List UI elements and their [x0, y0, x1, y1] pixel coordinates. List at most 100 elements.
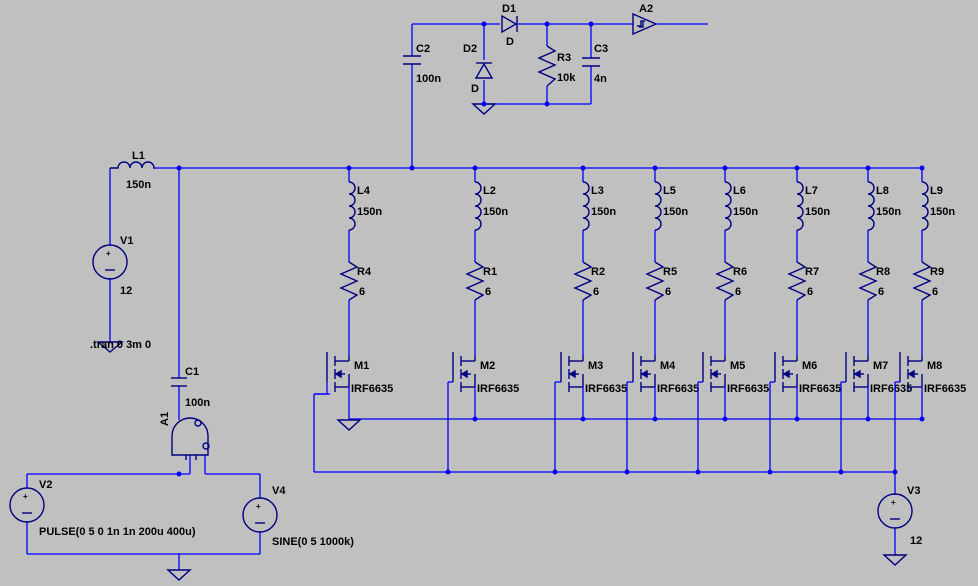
inductor-name: L4 — [357, 185, 371, 197]
junction-dot — [544, 21, 550, 27]
ground-symbol-v1 — [96, 341, 124, 353]
mosfet-model: IRF6635 — [351, 383, 393, 395]
diode-d2[interactable]: D2 D — [463, 43, 494, 95]
junction-dot — [176, 471, 182, 477]
v1-name: V1 — [120, 235, 133, 247]
resistor-r5[interactable]: R56 — [645, 261, 677, 301]
junction-dot — [481, 21, 487, 27]
junction-dot — [552, 469, 558, 475]
c1-name: C1 — [185, 366, 199, 378]
l1-name: L1 — [132, 150, 145, 162]
voltage-source-v4[interactable]: + V4 SINE(0 5 1000k) — [242, 485, 354, 548]
resistor-r6[interactable]: R66 — [715, 261, 747, 301]
v2-name: V2 — [39, 479, 52, 491]
mosfet-name: M2 — [480, 360, 495, 372]
resistor-name: R5 — [663, 266, 677, 278]
mosfet-model: IRF6635 — [799, 383, 841, 395]
inductor-l1[interactable]: L1 150n — [110, 150, 155, 191]
diode-d1[interactable]: D1 D — [501, 3, 518, 48]
a1-name: A1 — [159, 412, 171, 426]
voltage-source-v2[interactable]: + V2 PULSE(0 5 0 1n 1n 200u 400u) — [9, 479, 196, 538]
resistor-value: 6 — [932, 286, 938, 298]
r3-value: 10k — [557, 72, 576, 84]
junction-dot — [346, 165, 352, 171]
junction-dot — [919, 165, 925, 171]
mosfet-model: IRF6635 — [657, 383, 699, 395]
inductor-name: L2 — [483, 185, 496, 197]
v2-value: PULSE(0 5 0 1n 1n 200u 400u) — [39, 526, 196, 538]
wires — [26, 23, 922, 570]
junction-dot — [865, 165, 871, 171]
mosfet-name: M8 — [927, 360, 942, 372]
ground-symbol-fet-rail — [336, 419, 362, 431]
buffer-a2[interactable]: A2 — [632, 3, 658, 36]
inductor-value: 150n — [591, 206, 616, 218]
mosfet-name: M3 — [588, 360, 603, 372]
d1-name: D1 — [502, 3, 516, 15]
capacitor-c1[interactable]: C1 100n — [171, 366, 210, 409]
resistor-r4[interactable]: R4 6 — [339, 261, 372, 301]
mosfet-name: M5 — [730, 360, 745, 372]
junction-dot — [794, 165, 800, 171]
junction-dot — [472, 416, 478, 422]
plus-sign: + — [23, 492, 28, 501]
plus-sign: + — [891, 498, 896, 507]
resistor-r8[interactable]: R86 — [858, 261, 890, 301]
resistor-name: R9 — [930, 266, 944, 278]
voltage-source-v3[interactable]: + V3 12 — [877, 485, 922, 547]
tran-directive[interactable]: .tran 0 3m 0 — [90, 339, 151, 351]
resistor-name: R1 — [483, 266, 497, 278]
mosfet-name: M1 — [354, 360, 369, 372]
junction-dot — [794, 416, 800, 422]
fet-branches: L4150nR46M1IRF6635L2150nR16M2IRF6635L315… — [314, 168, 966, 472]
c3-name: C3 — [594, 43, 608, 55]
voltage-source-v1[interactable]: + V1 12 — [92, 235, 133, 297]
resistor-r1[interactable]: R16 — [465, 261, 497, 301]
junction-dot — [544, 101, 550, 107]
resistor-value: 6 — [878, 286, 884, 298]
ground-symbol-v2v4 — [166, 569, 192, 581]
mosfet-model: IRF6635 — [870, 383, 912, 395]
capacitor-c2[interactable]: C2 100n — [403, 43, 441, 85]
ground-symbol-v3 — [882, 554, 908, 566]
d2-name: D2 — [463, 43, 477, 55]
capacitor-c3[interactable]: C3 4n — [582, 43, 608, 85]
junction-dot — [652, 165, 658, 171]
inductor-name: L5 — [663, 185, 676, 197]
resistor-r3[interactable]: R3 10k — [537, 45, 576, 87]
resistor-r9[interactable]: R9 6 — [912, 261, 944, 301]
resistor-name: R2 — [591, 266, 605, 278]
resistor-name: R4 — [357, 266, 372, 278]
resistor-r2[interactable]: R26 — [573, 261, 605, 301]
nand-gate-a1[interactable]: A1 — [159, 412, 210, 460]
junction-dot — [445, 469, 451, 475]
resistor-r7[interactable]: R76 — [787, 261, 819, 301]
resistor-value: 6 — [359, 286, 365, 298]
junction-dot — [865, 416, 871, 422]
inductor-value: 150n — [930, 206, 955, 218]
r3-name: R3 — [557, 52, 571, 64]
junctions — [176, 21, 925, 477]
plus-sign: + — [106, 249, 111, 258]
